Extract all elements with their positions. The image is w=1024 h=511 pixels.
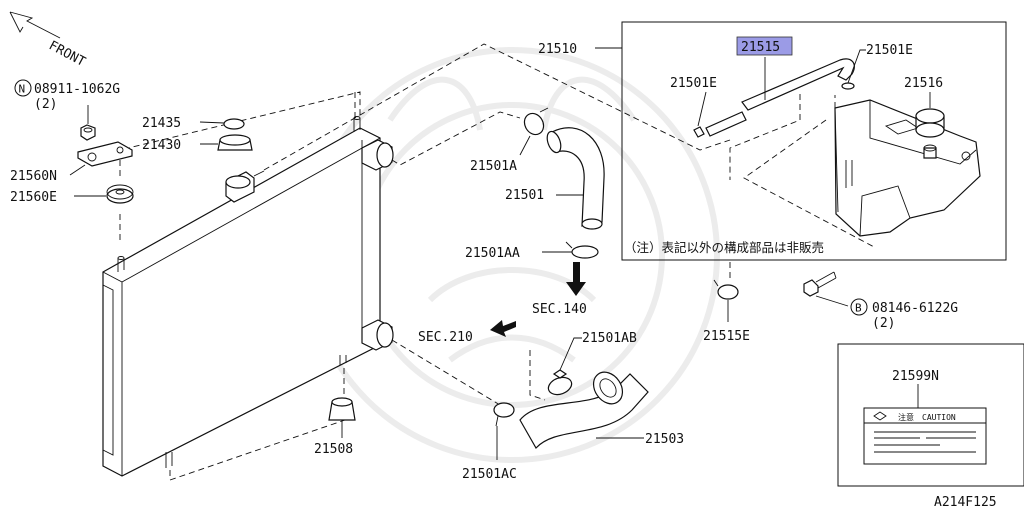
label-21560E: 21560E bbox=[10, 190, 57, 205]
part-21435-seal[interactable] bbox=[199, 118, 245, 130]
part-21560E-bushing[interactable] bbox=[74, 184, 134, 204]
part-21515-hose[interactable] bbox=[705, 57, 855, 137]
label-21430: 21430 bbox=[142, 138, 181, 153]
caution-label-box bbox=[837, 343, 1024, 487]
label-21515: 21515 bbox=[741, 40, 780, 55]
part-21516-reservoir-cap[interactable] bbox=[915, 92, 945, 159]
reservoir-tank bbox=[834, 99, 981, 237]
label-21501E-right: 21501E bbox=[866, 43, 913, 58]
label-08146: 08146-6122G bbox=[872, 301, 958, 316]
label-21599N: 21599N bbox=[892, 369, 939, 384]
label-21501: 21501 bbox=[505, 188, 544, 203]
note-not-sold-separately: （注）表記以外の構成部品は非販売 bbox=[624, 240, 824, 255]
front-label: FRONT bbox=[46, 38, 88, 70]
label-21501AA: 21501AA bbox=[465, 246, 520, 261]
label-21501A: 21501A bbox=[470, 159, 517, 174]
label-21501AC: 21501AC bbox=[462, 467, 517, 482]
part-21501AB-clamp[interactable] bbox=[546, 337, 582, 398]
label-21435: 21435 bbox=[142, 116, 181, 131]
circle-b-icon bbox=[850, 298, 868, 316]
label-21516: 21516 bbox=[904, 76, 943, 91]
label-08146-qty: (2) bbox=[872, 316, 895, 331]
part-21515E-clamp[interactable] bbox=[713, 262, 739, 322]
sec140-arrow bbox=[566, 262, 586, 296]
part-21503-lower-hose[interactable] bbox=[519, 367, 649, 450]
label-08146-prefix: B bbox=[855, 302, 862, 315]
label-21503: 21503 bbox=[645, 432, 684, 447]
label-08911: 08911-1062G bbox=[34, 82, 120, 97]
part-21599N-caution-label[interactable]: 注意 CAUTION bbox=[863, 407, 987, 465]
part-21501AA-clamp[interactable] bbox=[542, 241, 599, 259]
label-08911-prefix: N bbox=[19, 83, 26, 96]
sec210-arrow bbox=[490, 320, 516, 337]
circle-n-icon bbox=[14, 79, 32, 97]
label-08911-qty: (2) bbox=[34, 97, 57, 112]
part-21501E-clip-right[interactable] bbox=[841, 49, 866, 90]
front-arrow: FRONT bbox=[9, 11, 88, 70]
part-21501AC-clamp[interactable] bbox=[493, 402, 515, 460]
caution-en-text: CAUTION bbox=[922, 413, 956, 422]
radiator-core bbox=[102, 116, 394, 477]
part-21508-drain-plug[interactable] bbox=[328, 397, 356, 438]
label-21560N: 21560N bbox=[10, 169, 57, 184]
assembly-lines-radiator bbox=[119, 43, 731, 481]
highlight-21515 bbox=[736, 36, 793, 56]
assembly-lines-reservoir bbox=[729, 94, 877, 249]
label-21501E-left: 21501E bbox=[670, 76, 717, 91]
caution-jp-text: 注意 bbox=[898, 412, 914, 422]
label-21501AB: 21501AB bbox=[582, 331, 637, 346]
diagram-id: A214F125 bbox=[934, 495, 997, 510]
part-21501-upper-hose[interactable] bbox=[545, 127, 605, 230]
part-21501A-clamp[interactable] bbox=[519, 107, 549, 156]
label-sec210: SEC.210 bbox=[418, 330, 473, 345]
assembly-line-lower bbox=[529, 350, 546, 401]
part-21560N-bracket[interactable] bbox=[69, 141, 133, 176]
label-21508: 21508 bbox=[314, 442, 353, 457]
part-21430-cap[interactable] bbox=[200, 134, 253, 151]
part-08911-nut[interactable] bbox=[80, 105, 96, 141]
part-08146-bolt[interactable] bbox=[803, 271, 849, 307]
reservoir-kit-box bbox=[621, 21, 1007, 261]
label-21510: 21510 bbox=[538, 42, 577, 57]
label-sec140: SEC.140 bbox=[532, 302, 587, 317]
part-21501E-clip-left[interactable] bbox=[693, 91, 707, 138]
label-21515E: 21515E bbox=[703, 329, 750, 344]
